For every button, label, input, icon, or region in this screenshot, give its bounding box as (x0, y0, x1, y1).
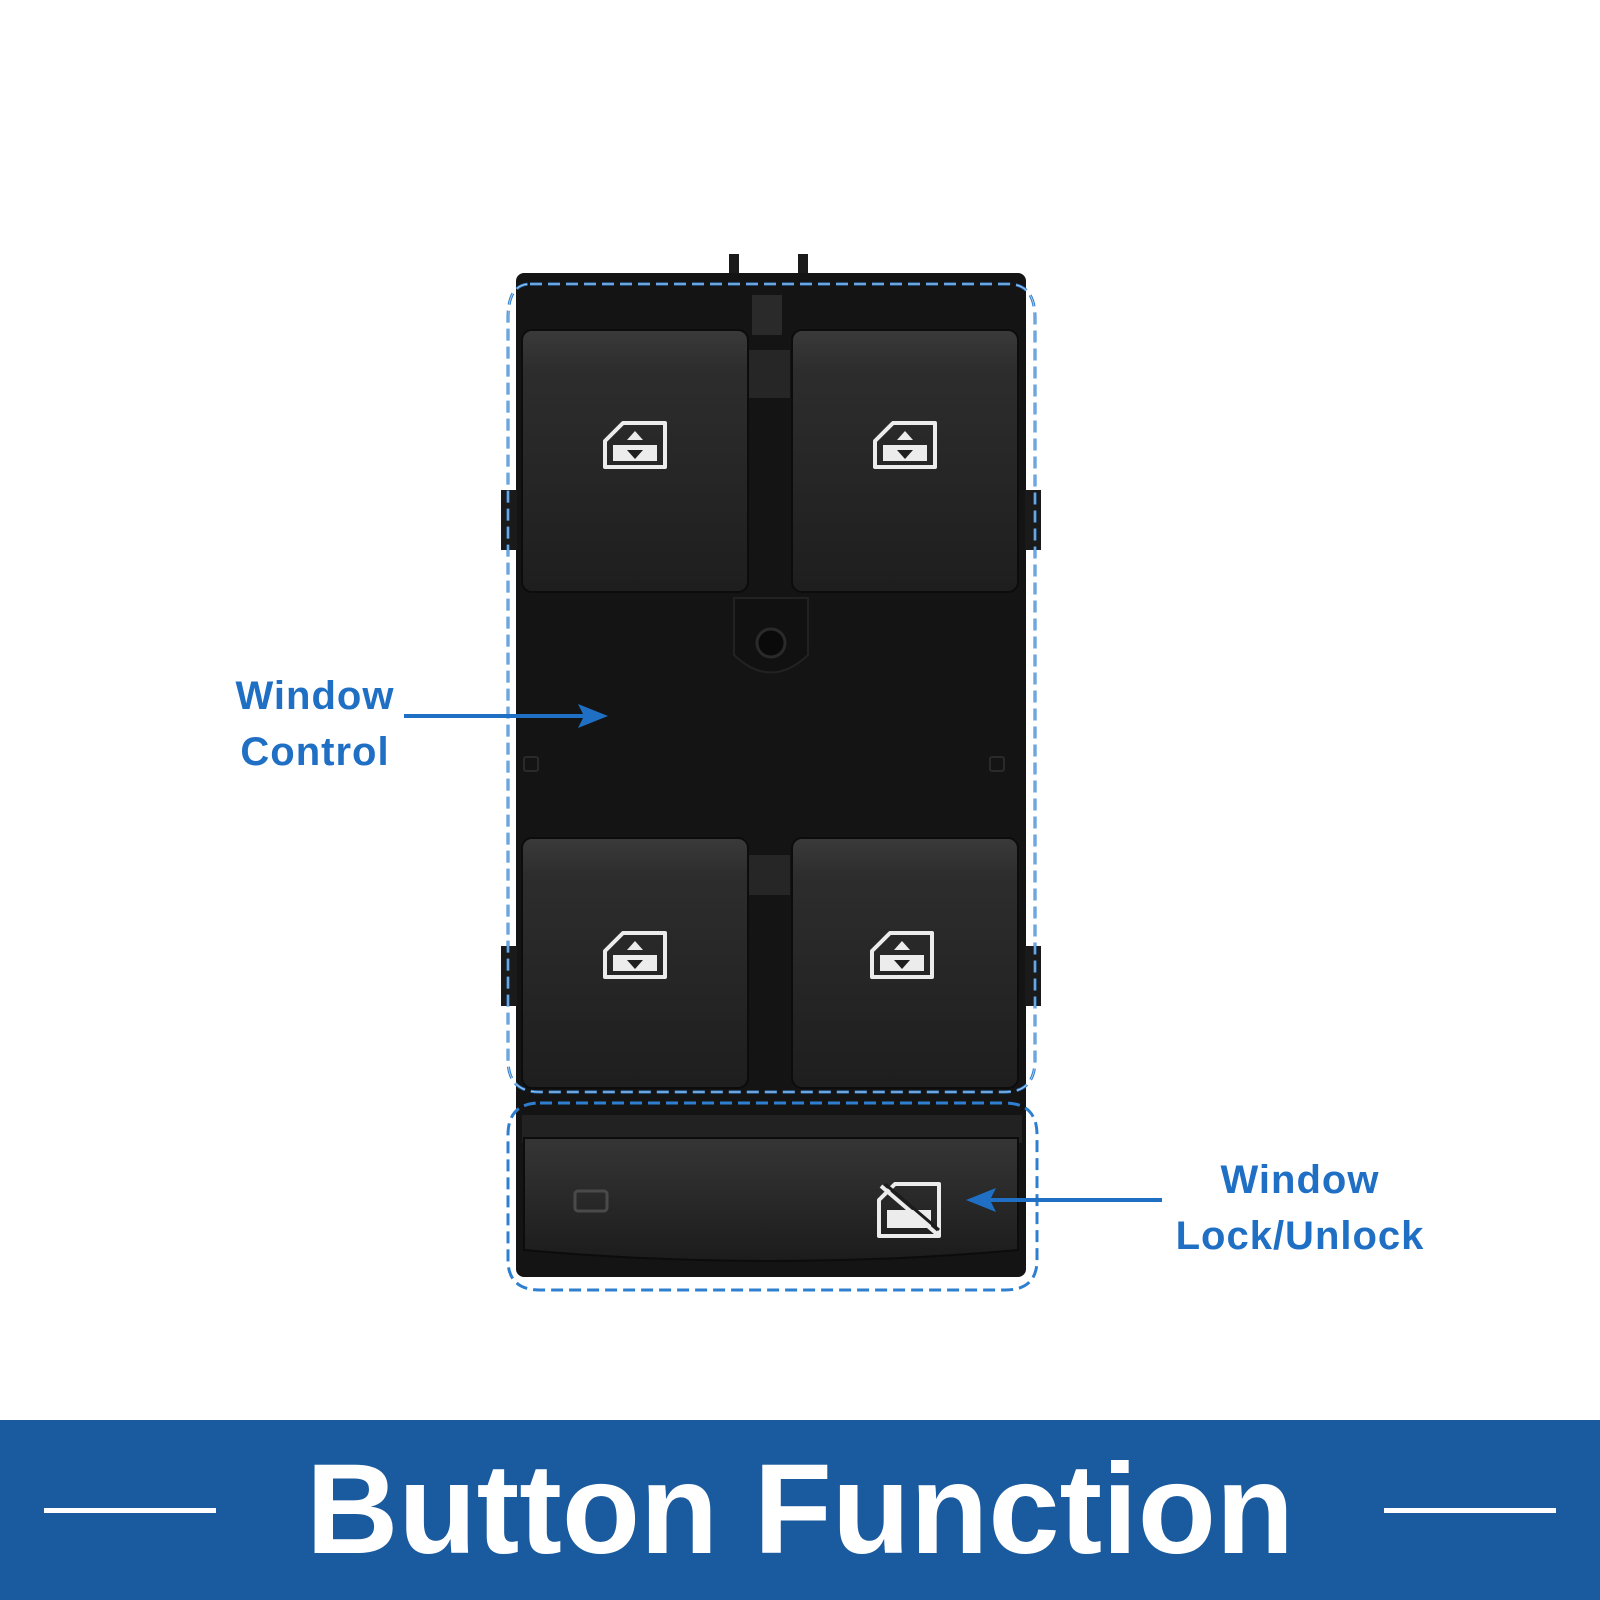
window-control-label-line1: Window (235, 674, 395, 718)
center-post (748, 855, 790, 895)
window-button-front-left[interactable] (521, 329, 749, 593)
housing-nub (523, 756, 539, 772)
window-lock-arrow (966, 1188, 1162, 1212)
banner-title: Button Function (305, 1438, 1295, 1581)
title-banner: Button Function (0, 1420, 1600, 1600)
connector-pin (729, 254, 739, 278)
window-control-arrow (404, 704, 608, 728)
window-button-rear-right[interactable] (791, 837, 1019, 1089)
center-post (748, 350, 790, 398)
window-lock-label-line1: Window (1220, 1158, 1380, 1202)
lock-indicator-light (573, 1189, 609, 1213)
window-lock-button[interactable] (522, 1115, 1022, 1262)
side-clip (1025, 490, 1041, 550)
window-button-rear-left[interactable] (521, 837, 749, 1089)
screw-hole (755, 627, 787, 659)
banner-rule-right (1384, 1508, 1556, 1513)
side-clip (1025, 946, 1041, 1006)
outline-highlight (507, 283, 1036, 1093)
window-control-label: Window Control (200, 668, 430, 780)
window-lock-icon (877, 1182, 941, 1238)
center-post (752, 295, 782, 335)
housing-nub (989, 756, 1005, 772)
side-clip (501, 946, 517, 1006)
window-lock-outline (506, 1101, 1039, 1292)
banner-rule-left (44, 1508, 216, 1513)
window-button-front-right[interactable] (791, 329, 1019, 593)
window-lock-label-line2: Lock/Unlock (1175, 1214, 1425, 1258)
connector-pin (798, 254, 808, 278)
window-lock-label: Window Lock/Unlock (1140, 1152, 1460, 1264)
window-control-label-line2: Control (240, 730, 390, 774)
